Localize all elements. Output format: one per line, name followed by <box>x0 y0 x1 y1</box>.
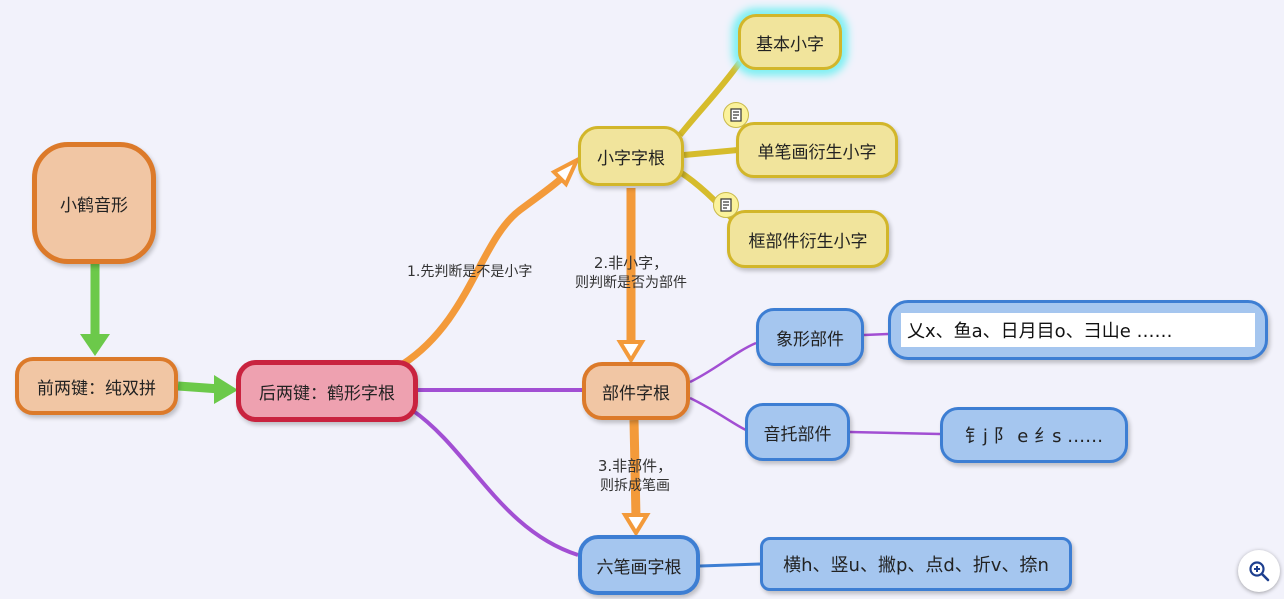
edge-label-step3: 3.非部件， 则拆成笔画 <box>580 456 690 496</box>
first-two-keys-node[interactable]: 前两键：纯双拼 <box>15 357 178 415</box>
edge-label-step2-line2: 则判断是否为部件 <box>575 275 687 291</box>
phonetic-component-label: 音托部件 <box>763 424 832 445</box>
zoom-in-icon <box>1249 561 1270 582</box>
last-two-keys-label: 后两键：鹤形字根 <box>259 383 395 404</box>
last-two-keys-node[interactable]: 后两键：鹤形字根 <box>236 360 418 422</box>
arrowhead-step1 <box>550 155 582 188</box>
phonetic-examples-text: 钅j 阝 e 纟s …… <box>964 426 1104 447</box>
arrowhead-root-to-first-keys <box>80 334 110 356</box>
edge-label-step2-line1: 2.非小字， <box>593 254 669 272</box>
edge-step1 <box>401 172 568 367</box>
edge-step3 <box>629 419 641 519</box>
six-stroke-root-node[interactable]: 六笔画字根 <box>578 535 700 595</box>
edge-six-stroke-to-examples <box>699 562 761 568</box>
basic-small-char-node[interactable]: 基本小字 <box>738 14 842 70</box>
first-two-keys-label: 前两键：纯双拼 <box>37 378 156 399</box>
small-char-root-label: 小字字根 <box>597 148 665 169</box>
six-stroke-root-label: 六笔画字根 <box>596 557 682 578</box>
phonetic-examples-node[interactable]: 钅j 阝 e 纟s …… <box>940 407 1128 463</box>
edge-small-to-single-stroke <box>683 147 739 158</box>
note-icon[interactable] <box>723 102 749 128</box>
arrowhead-step2 <box>616 340 646 364</box>
root-node-label: 小鹤音形 <box>60 195 128 216</box>
small-char-root-node[interactable]: 小字字根 <box>578 126 684 186</box>
frame-component-small-char-node[interactable]: 框部件衍生小字 <box>727 210 889 268</box>
edge-label-step3-line1: 3.非部件， <box>597 457 673 475</box>
edge-last-to-six-stroke <box>410 408 579 557</box>
edge-pictographic-to-examples <box>863 332 889 337</box>
edge-label-step2: 2.非小字， 则判断是否为部件 <box>566 253 696 293</box>
pictographic-component-node[interactable]: 象形部件 <box>756 308 864 366</box>
note-icon[interactable] <box>713 192 739 218</box>
basic-small-char-label: 基本小字 <box>756 34 824 55</box>
note-icon-glyph <box>730 108 742 122</box>
pictographic-examples-node[interactable]: 乂x、鱼a、日月目o、彐山e …… <box>888 300 1268 360</box>
component-root-node[interactable]: 部件字根 <box>582 362 690 420</box>
root-node[interactable]: 小鹤音形 <box>32 142 156 264</box>
arrowhead-first-to-last-keys <box>214 375 238 404</box>
note-icon-glyph <box>720 198 732 212</box>
edge-component-to-phonetic <box>689 396 747 432</box>
edge-component-to-pictographic <box>689 341 757 384</box>
single-stroke-small-char-label: 单笔画衍生小字 <box>757 142 877 163</box>
edge-phonetic-to-examples <box>849 430 941 436</box>
component-root-label: 部件字根 <box>602 383 670 404</box>
six-stroke-examples-node[interactable]: 横h、竖u、撇p、点d、折v、捺n <box>760 537 1072 591</box>
pictographic-examples-text: 乂x、鱼a、日月目o、彐山e …… <box>901 313 1255 347</box>
pictographic-component-label: 象形部件 <box>776 329 844 350</box>
edge-label-step1: 1.先判断是不是小字 <box>407 262 532 282</box>
frame-component-small-char-label: 框部件衍生小字 <box>748 231 868 252</box>
six-stroke-examples-text: 横h、竖u、撇p、点d、折v、捺n <box>783 555 1049 576</box>
phonetic-component-node[interactable]: 音托部件 <box>745 403 850 461</box>
zoom-in-button[interactable] <box>1238 550 1280 592</box>
edge-small-to-basic <box>677 60 743 137</box>
edge-label-step1-text: 1.先判断是不是小字 <box>407 264 533 280</box>
edge-first-to-last-keys <box>177 381 221 394</box>
single-stroke-small-char-node[interactable]: 单笔画衍生小字 <box>736 122 898 178</box>
edge-label-step3-line2: 则拆成笔画 <box>600 478 670 494</box>
arrowhead-step3 <box>621 513 651 537</box>
